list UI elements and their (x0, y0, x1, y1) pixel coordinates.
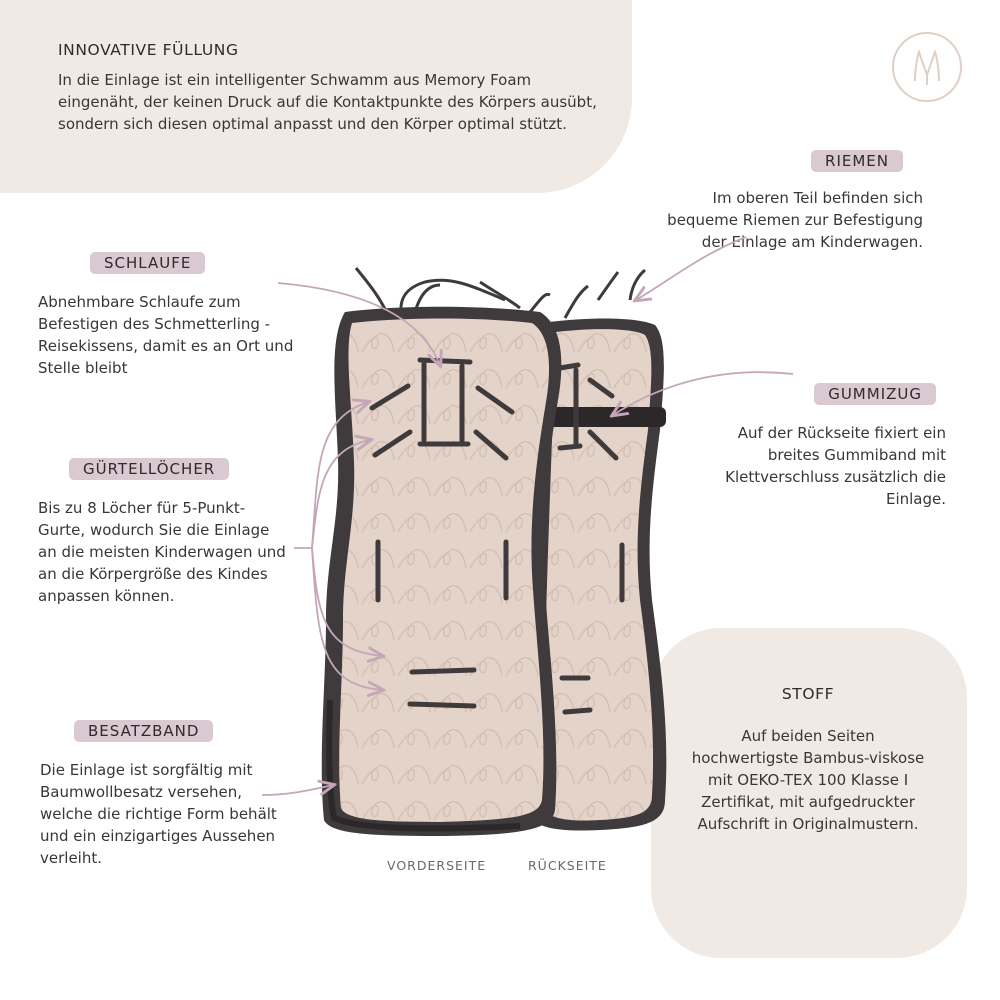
binding-trim (326, 699, 521, 832)
stoff-panel (651, 628, 967, 958)
besatz-label: BESATZBAND (74, 720, 214, 742)
back-cushion (533, 318, 667, 831)
riemen-text: Im oberen Teil befinden sich bequeme Rie… (667, 189, 923, 251)
besatz-text: Die Einlage ist sorgfältig mit Baumwollb… (40, 761, 277, 867)
schlaufe-text: Abnehmbare Schlaufe zum Befestigen des S… (38, 293, 294, 377)
riemen-arrow (636, 236, 747, 300)
riemen-block: RIEMEN Im oberen Teil befinden sich bequ… (665, 150, 923, 253)
front-caption: VORDERSEITE (387, 858, 487, 873)
innovative-text: In die Einlage ist ein intelligenter Sch… (58, 71, 597, 133)
innovative-block: INNOVATIVE FÜLLUNG In die Einlage ist ei… (58, 41, 598, 135)
top-panel (0, 0, 632, 193)
guertel-text: Bis zu 8 Löcher für 5-Punkt-Gurte, wodur… (38, 499, 286, 605)
gummizug-text: Auf der Rückseite fixiert ein breites Gu… (725, 424, 946, 508)
front-cushion (321, 306, 562, 836)
elastic-band (548, 407, 666, 427)
schlaufe-block: SCHLAUFE Abnehmbare Schlaufe zum Befesti… (38, 252, 306, 379)
besatz-arrow (261, 785, 333, 795)
gummizug-arrow (613, 371, 794, 415)
gummizug-block: GUMMIZUG Auf der Rückseite fixiert ein b… (725, 383, 946, 510)
gummizug-label: GUMMIZUG (814, 383, 936, 405)
belt-holes (369, 357, 515, 709)
back-caption: RÜCKSEITE (528, 858, 607, 873)
stoff-block: STOFF Auf beiden Seiten hochwertigste Ba… (690, 685, 926, 835)
besatz-block: BESATZBAND Die Einlage ist sorgfältig mi… (40, 720, 285, 869)
m-monogram-icon (892, 32, 962, 102)
guertel-block: GÜRTELLÖCHER Bis zu 8 Löcher für 5-Punkt… (38, 458, 288, 607)
innovative-title: INNOVATIVE FÜLLUNG (58, 41, 239, 59)
annotation-arrows (261, 236, 794, 795)
stoff-text: Auf beiden Seiten hochwertigste Bambus-v… (691, 727, 925, 833)
back-straps (563, 268, 647, 319)
stoff-title: STOFF (781, 685, 835, 703)
schlaufe-label: SCHLAUFE (90, 252, 206, 274)
guertel-arrows (294, 402, 382, 690)
schlaufe-arrow (277, 282, 440, 365)
riemen-label: RIEMEN (811, 150, 903, 172)
guertel-label: GÜRTELLÖCHER (69, 458, 230, 480)
